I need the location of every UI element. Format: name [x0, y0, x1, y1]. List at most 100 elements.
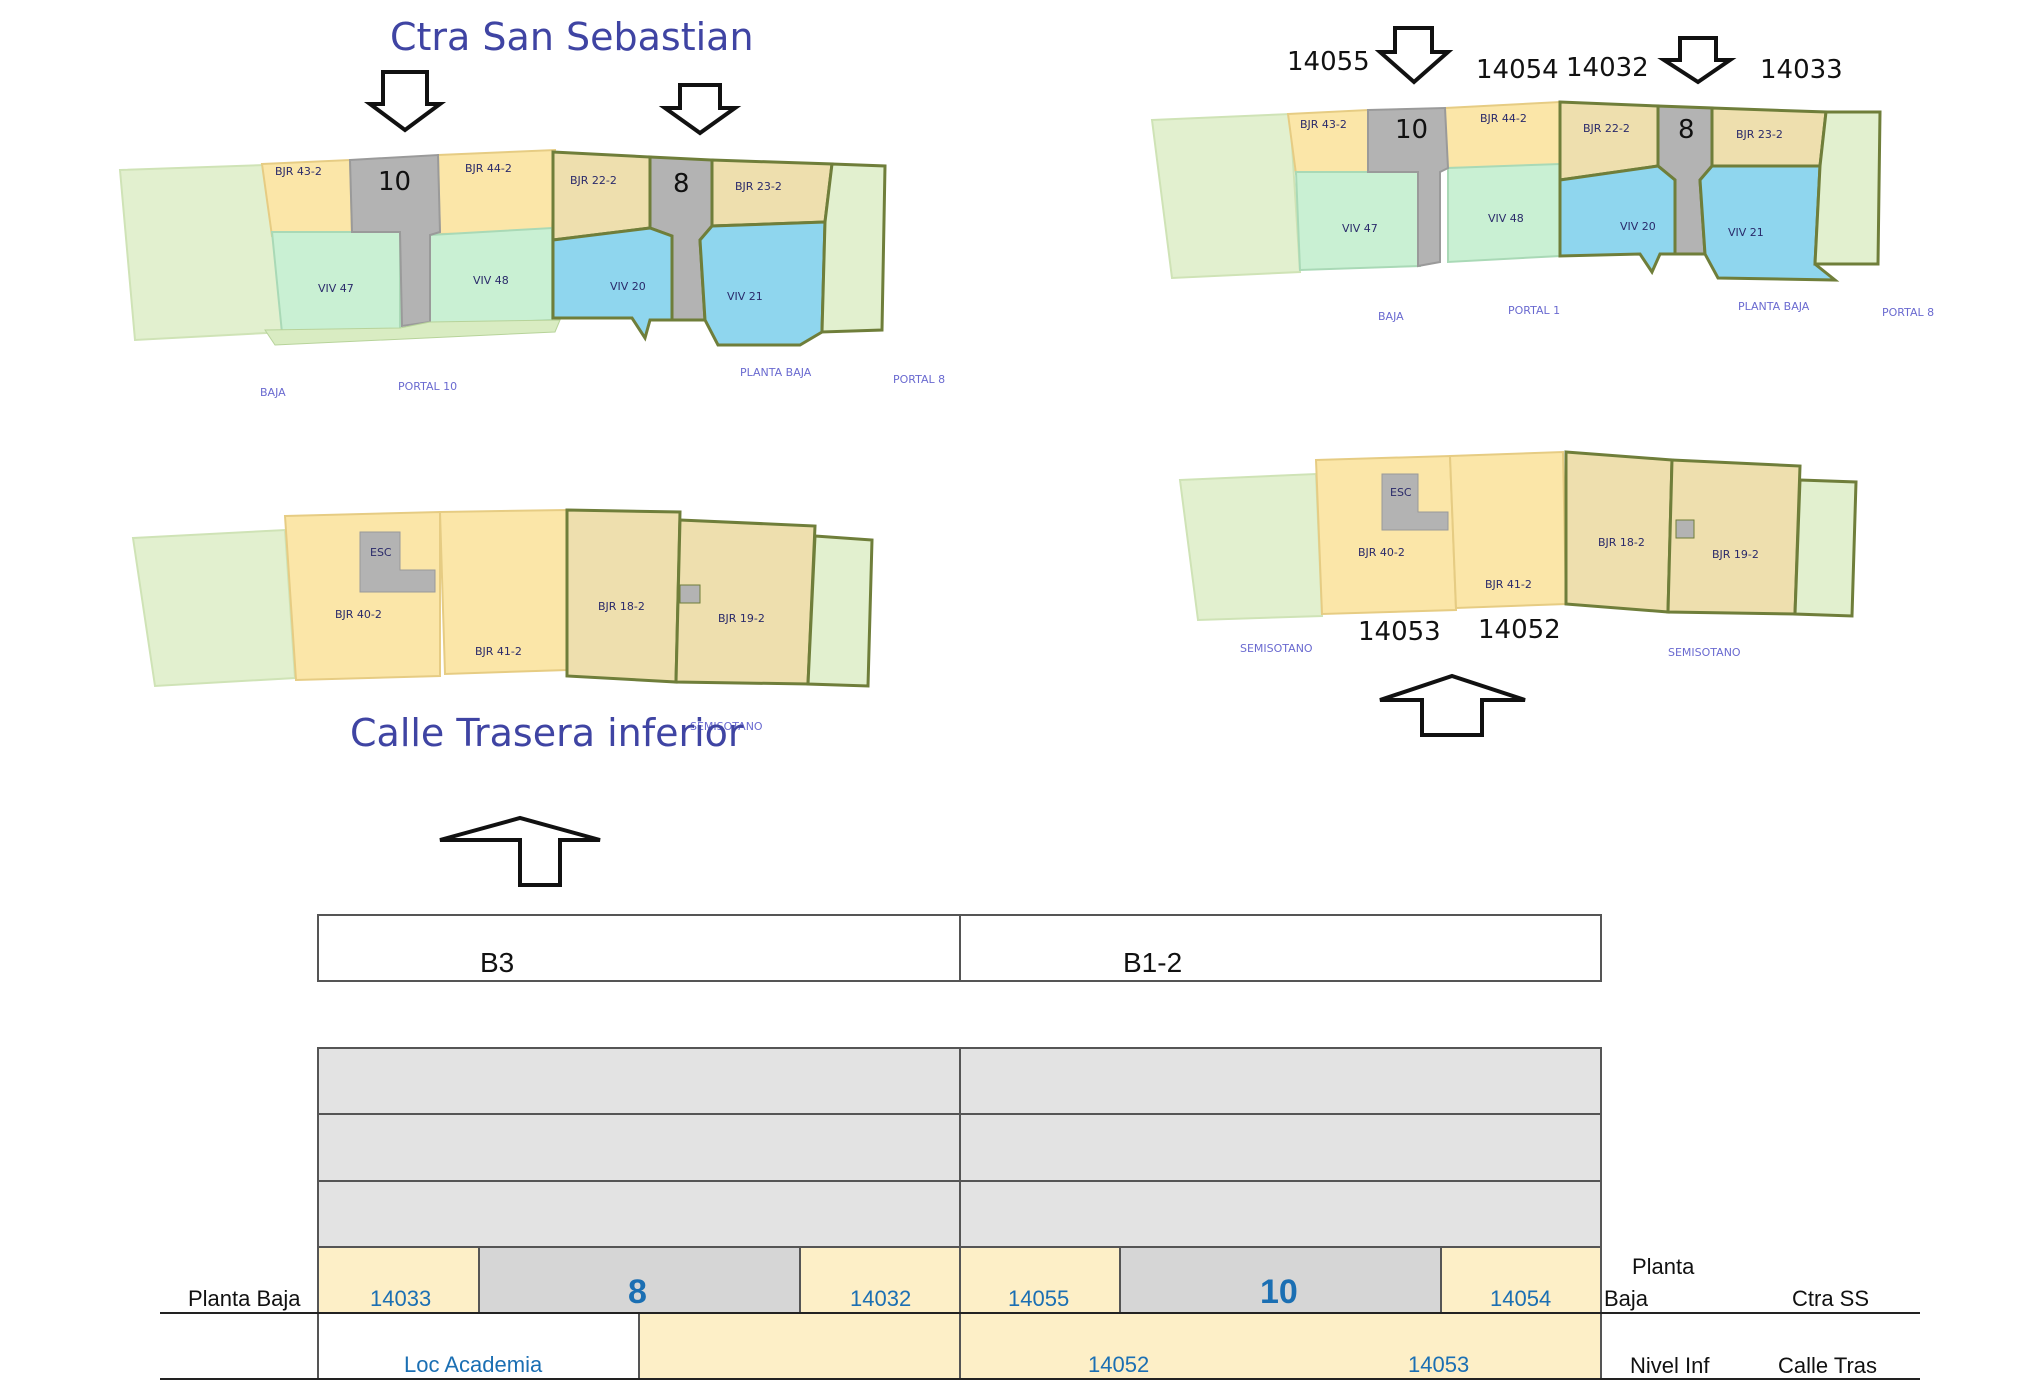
cell-10: [1119, 1246, 1442, 1314]
plot-green-right: [1793, 478, 1858, 618]
arrow-down-icon: [1657, 36, 1737, 85]
block-b3-label: B3: [480, 947, 514, 978]
cell-14054: [1440, 1246, 1602, 1314]
label-viv20: VIV 20: [610, 280, 646, 293]
plot-bjr23: [710, 158, 834, 228]
plot-bjr40: [283, 510, 441, 682]
plot-green-left: [118, 163, 287, 342]
bottom-left-plan: ESC BJR 40-2 BJR 41-2 BJR 18-2 BJR 19-2 …: [131, 508, 874, 887]
unit-8-label: 8: [673, 169, 690, 199]
plot-bjr40: [1314, 454, 1458, 616]
cell-14033: [317, 1246, 480, 1314]
cell-14033-label: 14033: [370, 1286, 431, 1311]
label-bjr40: BJR 40-2: [335, 608, 382, 621]
right-level-label-2: Baja: [1604, 1286, 1649, 1311]
title-ctra-san-sebastian: Ctra San Sebastian: [390, 15, 754, 59]
plot-small-gray: [679, 584, 701, 604]
plot-viv21: [698, 220, 827, 347]
label-bjr43: BJR 43-2: [275, 165, 322, 178]
arrow-up-icon: [1379, 673, 1526, 737]
floor-1-left: [317, 1180, 961, 1248]
label-bjr43: BJR 43-2: [1300, 118, 1347, 131]
section-diagram: B3 B1-2 14033 8 14032 14055 10 14054 Loc…: [160, 914, 1920, 1380]
ref-14053: 14053: [1358, 617, 1441, 647]
unit-8-label: 8: [1678, 115, 1695, 145]
floor-1-right: [959, 1180, 1602, 1248]
top-left-plan: Ctra San Sebastian 10 8 BJR 43-2 BJR 44-…: [118, 15, 945, 399]
cell-14032-label: 14032: [850, 1286, 911, 1311]
plot-viv20: [551, 226, 674, 342]
label-bjr44: BJR 44-2: [465, 162, 512, 175]
cell-14055-label: 14055: [1008, 1286, 1069, 1311]
plot-green-left: [1150, 112, 1302, 280]
ref-14052: 14052: [1478, 615, 1561, 645]
plot-viv47: [1294, 171, 1421, 272]
street-calle-tras: Calle Tras: [1778, 1353, 1877, 1378]
cell-lower-mid: [638, 1312, 961, 1380]
label-bjr18: BJR 18-2: [598, 600, 645, 613]
plot-bjr22: [551, 150, 652, 242]
label-bjr41: BJR 41-2: [475, 645, 522, 658]
plot-green-left: [131, 528, 297, 688]
floor-3-left: [317, 1047, 961, 1115]
nivel-inf-label: Nivel Inf: [1630, 1353, 1710, 1378]
floor-2-left: [317, 1113, 961, 1182]
plot-green-right: [1813, 110, 1882, 266]
plot-small-gray: [1675, 519, 1695, 539]
bottom-right-plan: ESC BJR 40-2 BJR 41-2 BJR 18-2 BJR 19-2 …: [1178, 450, 1858, 737]
ref-14033: 14033: [1760, 55, 1843, 85]
label-planta-baja: PLANTA BAJA: [740, 366, 812, 379]
cell-14052-label: 14052: [1088, 1352, 1149, 1377]
label-portal10: PORTAL 10: [398, 380, 457, 393]
arrow-down-icon: [363, 70, 447, 133]
label-viv21: VIV 21: [1728, 226, 1764, 239]
label-portal8: PORTAL 8: [893, 373, 945, 386]
arrow-up-icon: [439, 815, 601, 887]
label-viv48: VIV 48: [473, 274, 509, 287]
label-viv21: VIV 21: [727, 290, 763, 303]
plot-esc: [359, 531, 436, 593]
label-viv20: VIV 20: [1620, 220, 1656, 233]
plot-green-right: [820, 162, 887, 334]
label-bjr44: BJR 44-2: [1480, 112, 1527, 125]
label-bjr22: BJR 22-2: [570, 174, 617, 187]
label-semisotano: SEMISOTANO: [690, 720, 763, 733]
title-calle-trasera-inferior: Calle Trasera inferior: [350, 711, 744, 755]
label-portal8: PORTAL 8: [1882, 306, 1934, 319]
label-viv47: VIV 47: [318, 282, 354, 295]
cell-loc-academia-label: Loc Academia: [404, 1352, 543, 1377]
label-bjr19: BJR 19-2: [1712, 548, 1759, 561]
plot-green-left: [1178, 472, 1324, 622]
right-level-label-1: Planta: [1632, 1254, 1695, 1279]
block-b1-2-label: B1-2: [1123, 947, 1182, 978]
cell-8-label: 8: [628, 1273, 647, 1311]
plot-esc: [1381, 473, 1449, 531]
floor-3-right: [959, 1047, 1602, 1115]
cell-14053-label: 14053: [1408, 1352, 1469, 1377]
cell-14055: [959, 1246, 1121, 1314]
ref-14032: 14032: [1566, 53, 1649, 83]
label-esc: ESC: [1390, 486, 1412, 499]
unit-10-label: 10: [378, 167, 411, 197]
label-semisotano-right: SEMISOTANO: [1668, 646, 1741, 659]
label-portal1: PORTAL 1: [1508, 304, 1560, 317]
plot-green-right: [806, 534, 874, 688]
block-b1-2: [959, 914, 1602, 982]
street-ctra-ss: Ctra SS: [1792, 1286, 1869, 1311]
top-right-plan: 14055 14054 14032 14033 10 8 BJR 43-2 BJ…: [1150, 26, 1934, 323]
label-bjr18: BJR 18-2: [1598, 536, 1645, 549]
label-bjr41: BJR 41-2: [1485, 578, 1532, 591]
label-baja: BAJA: [1378, 310, 1404, 323]
block-b3: [317, 914, 961, 982]
label-bjr22: BJR 22-2: [1583, 122, 1630, 135]
ref-14054: 14054: [1476, 55, 1559, 85]
plot-viv20: [1558, 164, 1677, 276]
label-bjr23: BJR 23-2: [735, 180, 782, 193]
label-bjr23: BJR 23-2: [1736, 128, 1783, 141]
label-esc: ESC: [370, 546, 392, 559]
plot-unit-10: [1367, 106, 1450, 268]
cell-lower-right: [959, 1312, 1602, 1380]
left-level-label: Planta Baja: [188, 1286, 301, 1311]
label-baja: BAJA: [260, 386, 286, 399]
